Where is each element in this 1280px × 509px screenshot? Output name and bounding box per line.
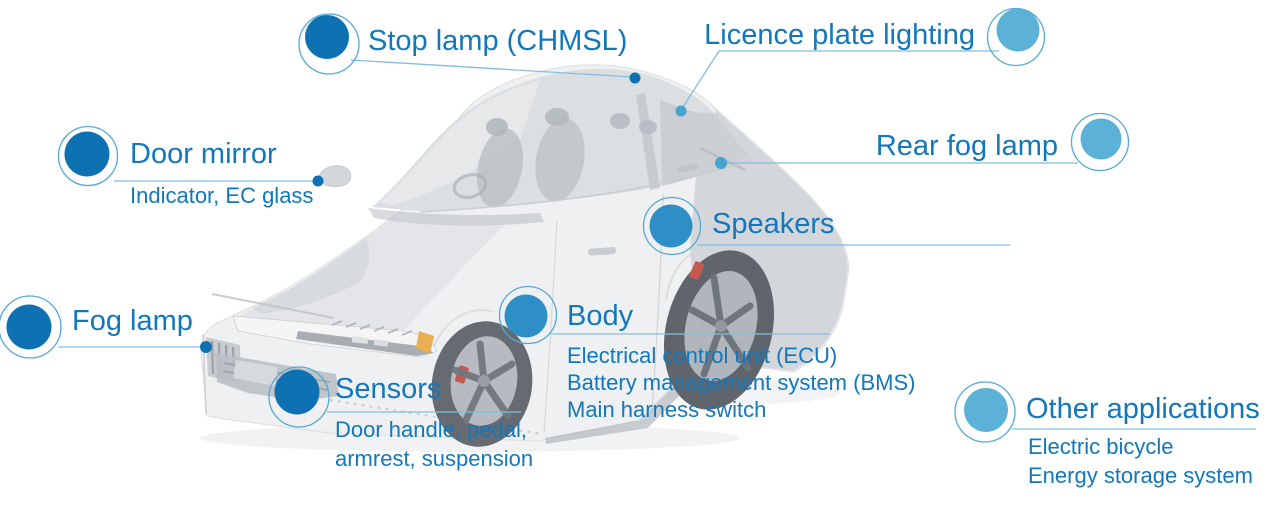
detail-line: Electric bicycle bbox=[1028, 434, 1174, 459]
stop-lamp-ring bbox=[298, 13, 360, 75]
stop-lamp-marker-dot bbox=[629, 72, 641, 84]
licence-plate-marker-dot bbox=[675, 105, 687, 117]
speakers-dot-icon bbox=[649, 204, 693, 248]
stop-lamp-leader-line bbox=[350, 59, 633, 78]
car-door-mirror-shape bbox=[317, 165, 352, 188]
rear-brake-caliper bbox=[689, 261, 705, 280]
fog-lamp-dot-icon bbox=[6, 304, 52, 350]
speakers-ring bbox=[642, 196, 702, 256]
body-dot-icon bbox=[504, 294, 548, 338]
label-sensors-details: Door handle, pedal, armrest, suspension bbox=[335, 415, 533, 473]
label-body-title: Body bbox=[567, 300, 634, 332]
car-interior-seats bbox=[368, 108, 657, 226]
label-door-mirror-details: Indicator, EC glass bbox=[130, 182, 313, 210]
body-ring bbox=[498, 285, 558, 345]
other-applications-ring bbox=[954, 381, 1016, 443]
detail-line: Energy storage system bbox=[1028, 463, 1253, 488]
other-applications-dot-icon bbox=[964, 388, 1008, 432]
door-mirror-ring bbox=[57, 125, 119, 187]
label-rear-fog-lamp-title: Rear fog lamp bbox=[875, 130, 1058, 162]
stop-lamp-dot-icon bbox=[305, 15, 349, 59]
detail-line: Door handle, pedal, bbox=[335, 417, 528, 442]
label-stop-lamp-title: Stop lamp (CHMSL) bbox=[368, 25, 628, 57]
car-grille-hatch bbox=[331, 320, 413, 336]
sensors-ring bbox=[268, 366, 330, 428]
licence-plate-leader-line bbox=[682, 50, 999, 108]
car-illustration bbox=[200, 64, 850, 452]
label-speakers-title: Speakers bbox=[712, 208, 835, 240]
fog-lamp-marker-dot bbox=[200, 341, 212, 353]
door-mirror-marker-dot bbox=[312, 175, 324, 187]
callout-bullets bbox=[0, 7, 1130, 443]
label-door-mirror-title: Door mirror bbox=[130, 138, 277, 170]
detail-line: Electrical control unit (ECU) bbox=[567, 343, 838, 368]
label-fog-lamp-title: Fog lamp bbox=[72, 305, 193, 337]
fog-lamp-ring bbox=[0, 295, 62, 359]
door-mirror-dot-icon bbox=[64, 131, 110, 177]
sensors-dot-icon bbox=[274, 369, 320, 415]
detail-line: Main harness switch bbox=[567, 397, 767, 422]
label-sensors-title: Sensors bbox=[335, 373, 442, 405]
label-other-applications-details: Electric bicycle Energy storage system bbox=[1028, 432, 1253, 490]
rear-fog-lamp-marker-dot bbox=[715, 157, 727, 169]
licence-plate-dot-icon bbox=[996, 8, 1040, 52]
detail-line: Battery management system (BMS) bbox=[567, 370, 916, 395]
car-front-wheel bbox=[431, 321, 533, 447]
licence-plate-ring bbox=[986, 7, 1046, 67]
rear-fog-lamp-dot-icon bbox=[1080, 118, 1122, 160]
label-body-details: Electrical control unit (ECU) Battery ma… bbox=[567, 342, 915, 423]
rear-fog-lamp-ring bbox=[1070, 112, 1130, 172]
amber-side-marker bbox=[416, 331, 434, 354]
car-headlight bbox=[232, 315, 438, 358]
car-hood-shading bbox=[211, 220, 505, 333]
car-rear-wheel bbox=[663, 250, 775, 410]
detail-line: Indicator, EC glass bbox=[130, 183, 314, 208]
label-licence-plate-title: Licence plate lighting bbox=[704, 19, 975, 51]
detail-line: armrest, suspension bbox=[335, 446, 534, 471]
label-other-applications-title: Other applications bbox=[1026, 393, 1260, 425]
callout-lines bbox=[58, 50, 1256, 430]
